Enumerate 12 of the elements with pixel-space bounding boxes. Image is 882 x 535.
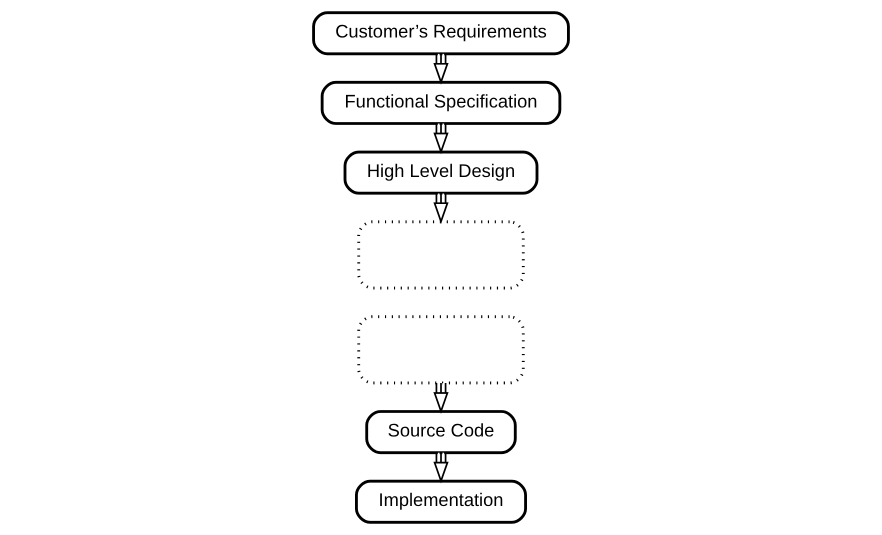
arrow — [433, 54, 449, 85]
node-box: Implementation — [355, 480, 527, 524]
node-box — [357, 220, 525, 290]
node-box — [357, 315, 525, 384]
node-box: Source Code — [365, 410, 517, 454]
arrow — [433, 452, 449, 484]
node-box: Customer’s Requirements — [312, 11, 570, 56]
arrow — [433, 194, 449, 224]
arrow — [433, 124, 449, 154]
arrow — [433, 383, 449, 414]
node-box: High Level Design — [344, 150, 538, 195]
node-box: Functional Specification — [320, 80, 562, 125]
